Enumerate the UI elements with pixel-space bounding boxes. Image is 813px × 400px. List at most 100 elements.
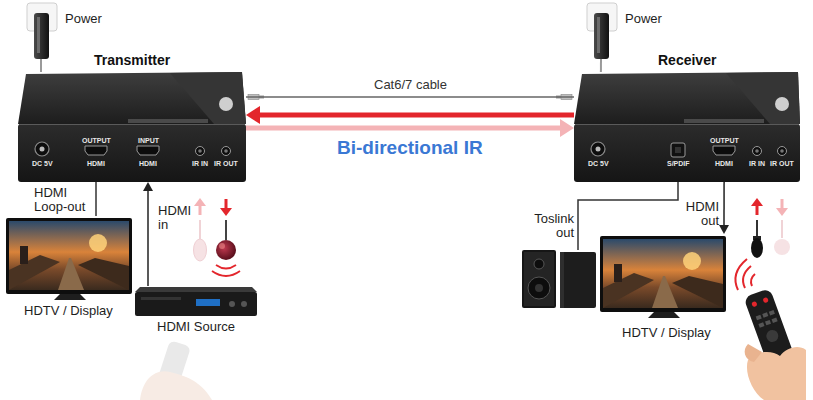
ir-arrow-head xyxy=(751,198,763,206)
connector xyxy=(41,59,42,72)
connector-label: HDMI out xyxy=(683,200,719,228)
hand-remote xyxy=(735,259,806,400)
connector-label: HDMI Loop-out xyxy=(34,186,90,214)
connector-line xyxy=(40,59,42,72)
port-label: IR IN xyxy=(749,160,765,168)
speaker-edge xyxy=(560,252,564,308)
faded-hand-remote xyxy=(140,340,212,400)
tv-frame xyxy=(600,236,726,312)
housing-front xyxy=(18,124,246,182)
wall-outlet xyxy=(587,3,617,59)
ir-accessories xyxy=(194,220,791,276)
arrowhead xyxy=(719,225,729,234)
arrowhead xyxy=(143,182,153,191)
remote-dpad xyxy=(765,328,780,343)
ir-jack xyxy=(222,147,231,156)
connector-line xyxy=(95,182,97,216)
ir-emitter-faded xyxy=(774,239,790,255)
power-adapter: Power xyxy=(588,4,672,59)
port-label: DC 5V xyxy=(32,160,53,168)
screen-hill xyxy=(603,273,654,308)
remote-button xyxy=(751,301,757,307)
ir-wave xyxy=(743,266,751,288)
player-top xyxy=(135,287,257,292)
arrowhead xyxy=(560,119,574,137)
logo xyxy=(775,97,789,111)
port-label: HDMI xyxy=(87,160,105,168)
housing-edge xyxy=(19,124,245,125)
ir-jack-pin xyxy=(198,149,202,153)
port-label: OUTPUT xyxy=(710,137,739,145)
ir-emitter xyxy=(216,240,236,260)
plug-highlight xyxy=(597,17,600,53)
connector-label: Cat6/7 cable xyxy=(374,78,447,92)
ir-wave xyxy=(212,271,240,276)
hdtv xyxy=(6,218,132,300)
node-label: Power xyxy=(625,11,662,26)
connector-label: Bi-directional IR xyxy=(337,137,483,159)
port-label: IR IN xyxy=(192,160,208,168)
player-front xyxy=(135,292,257,316)
ir-receiver-faded xyxy=(194,239,207,261)
port-label: S/PDIF xyxy=(667,160,690,168)
ir-arrow-shaft xyxy=(225,199,228,209)
ir-jack-pin xyxy=(755,149,759,153)
housing-top xyxy=(18,72,246,124)
tv-screen xyxy=(9,221,129,290)
hdmi-port xyxy=(713,146,735,155)
woofer-cap xyxy=(535,284,543,292)
ir-receiver xyxy=(751,238,763,258)
dc-jack xyxy=(35,142,49,156)
ir-arrow-shaft xyxy=(781,199,784,209)
node-label: HDTV / Display xyxy=(24,303,113,318)
logo xyxy=(219,97,233,111)
connector-line xyxy=(723,182,725,227)
receiver-housing xyxy=(574,72,800,182)
woofer xyxy=(528,277,550,299)
port-label: HDMI xyxy=(715,160,733,168)
housing-edge xyxy=(575,124,799,125)
remote-keys xyxy=(765,320,771,325)
connector xyxy=(246,106,574,137)
ir-arrow-shaft xyxy=(199,205,202,215)
housing-panel xyxy=(170,72,246,124)
port-label: OUTPUT xyxy=(82,137,111,145)
node-label: HDMI Source xyxy=(157,319,235,334)
hdmi-port xyxy=(85,146,107,155)
port-label: DC 5V xyxy=(588,160,609,168)
hand-faded xyxy=(140,371,212,400)
screen-road xyxy=(652,276,678,308)
ir-cord xyxy=(781,220,783,238)
node-label: Receiver xyxy=(658,52,716,68)
thumb xyxy=(745,344,762,362)
speaker-cabinet xyxy=(522,250,556,308)
screen-road xyxy=(58,258,84,290)
disc-tray xyxy=(141,297,181,300)
ir-jack xyxy=(753,147,762,156)
ir-cord xyxy=(756,220,758,238)
display: HDTV / Display xyxy=(596,234,736,342)
remote-keys xyxy=(772,317,778,322)
tv-screen xyxy=(603,239,723,308)
wall-outlet xyxy=(27,3,57,59)
ir-jack xyxy=(196,147,205,156)
hdmi-source: HDMI Source xyxy=(134,286,258,336)
port-label: IR OUT xyxy=(770,160,794,168)
tv-frame xyxy=(6,218,132,294)
remote-keys xyxy=(756,315,762,320)
connector-line xyxy=(246,126,563,131)
connector-line xyxy=(600,59,602,72)
connector-line xyxy=(257,113,574,118)
ir-wave xyxy=(751,274,755,286)
ir-jack-pin xyxy=(780,149,784,153)
ir-emitter-shine xyxy=(219,243,225,249)
ir-arrow-head xyxy=(220,208,232,216)
connector-line xyxy=(147,189,149,286)
ir-jack-pin xyxy=(224,149,228,153)
port-label: HDMI xyxy=(139,160,157,168)
plug-body xyxy=(594,13,609,59)
connector xyxy=(96,182,97,216)
tv-stand xyxy=(54,294,86,300)
remote-button xyxy=(762,297,768,303)
tv-stand xyxy=(648,312,680,318)
